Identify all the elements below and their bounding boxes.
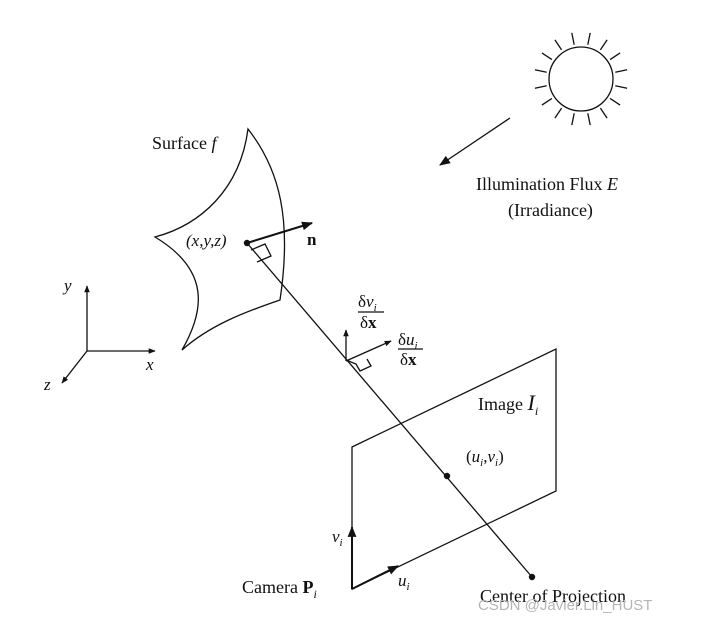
surface-point-label: (x,y,z) xyxy=(186,231,227,250)
image-point-label: (ui,vi) xyxy=(466,447,504,469)
sun-ray xyxy=(615,69,628,73)
x-axis-label: x xyxy=(145,355,154,374)
image-label: Image Ii xyxy=(478,390,538,418)
svg-text:δui: δui xyxy=(398,330,418,352)
ui-label: ui xyxy=(398,571,410,593)
illumination-label: Illumination Flux E xyxy=(476,174,618,194)
sun-ray xyxy=(571,113,575,126)
watermark: CSDN @Javier.Lin_HUST xyxy=(478,597,652,614)
z-axis-arrow xyxy=(61,350,88,384)
viewing-ray xyxy=(246,242,533,578)
right-angle-marker xyxy=(250,243,272,263)
delta-v-symbol: δ xyxy=(358,292,366,311)
sun-rays xyxy=(534,32,628,126)
sun-ray xyxy=(554,107,563,119)
du-arrow xyxy=(345,340,392,362)
sun-ray xyxy=(554,39,563,51)
vi-label: vi xyxy=(332,527,343,549)
sun-ray xyxy=(541,52,553,61)
sun-ray xyxy=(534,69,547,73)
derivative-right-angle xyxy=(345,358,372,372)
du-dx-label: δui δx xyxy=(398,330,423,369)
y-axis-label: y xyxy=(62,276,72,295)
svg-text:δx: δx xyxy=(400,350,417,369)
sun-ray xyxy=(615,85,628,89)
camera-label: Camera Pi xyxy=(242,577,317,601)
image-point xyxy=(443,472,451,480)
sun-ray xyxy=(599,107,608,119)
sun-ray xyxy=(541,97,553,106)
center-of-projection-label: Center of Projection xyxy=(480,586,626,606)
world-axes: y x z xyxy=(43,276,156,394)
delta-u-symbol: δ xyxy=(398,330,406,349)
surface-label: Surface f xyxy=(152,133,219,153)
sun-icon xyxy=(534,32,628,126)
surface-patch xyxy=(153,127,286,351)
sun-ray xyxy=(609,52,621,61)
sun-ray xyxy=(609,97,621,106)
ui-axis-arrow xyxy=(351,565,399,590)
sun-ray xyxy=(587,32,591,45)
irradiance-label: (Irradiance) xyxy=(508,200,593,221)
center-of-projection-point xyxy=(528,573,536,581)
svg-text:δvi: δvi xyxy=(358,292,377,314)
dv-dx-label: δvi δx xyxy=(358,292,384,332)
sun-ray xyxy=(587,113,591,126)
z-axis-label: z xyxy=(43,375,51,394)
svg-text:δx: δx xyxy=(360,313,377,332)
normal-arrow xyxy=(246,221,314,244)
sun-ray xyxy=(534,85,547,89)
illumination-arrow xyxy=(439,117,511,166)
image-plane xyxy=(351,347,557,591)
sun-ray xyxy=(599,39,608,51)
sun-ray xyxy=(571,32,575,45)
normal-label: n xyxy=(307,230,317,249)
